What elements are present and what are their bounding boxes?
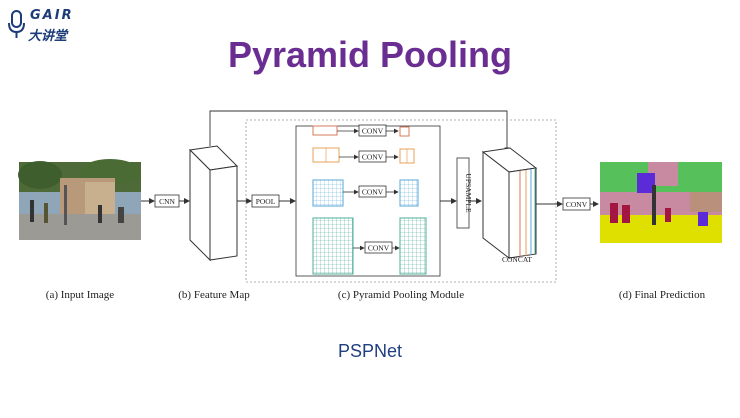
- upsample-op-label: UPSAMPLE: [464, 173, 473, 213]
- conv-op-label-4: CONV: [368, 244, 390, 253]
- logo-text-en: GAIR: [30, 8, 74, 23]
- caption-input-image: (a) Input Image: [46, 289, 115, 301]
- conv-op-box-3: [358, 185, 387, 198]
- pool-op-label: POOL: [256, 197, 276, 206]
- branch-1: CONV: [312, 124, 410, 137]
- branch-3: CONV: [312, 179, 419, 207]
- cnn-op-label: CNN: [159, 197, 175, 206]
- gair-logo: GAIR 大讲堂: [8, 6, 88, 46]
- microphone-icon: [8, 10, 25, 38]
- final-prediction-image: [600, 162, 722, 243]
- slide-title: Pyramid Pooling: [227, 34, 513, 75]
- logo-text-cn: 大讲堂: [28, 29, 68, 44]
- branch-2: CONV: [312, 147, 415, 164]
- branch-4: CONV: [312, 217, 427, 275]
- final-conv-op-label: CONV: [566, 200, 588, 209]
- input-image: [18, 159, 141, 240]
- conv-op-box-1: [358, 124, 387, 137]
- concat-label: CONCAT: [502, 255, 532, 264]
- model-name-label: PSPNet: [337, 341, 403, 361]
- conv-op-label-2: CONV: [362, 153, 384, 162]
- concat-block: [481, 147, 538, 260]
- caption-feature-map: (b) Feature Map: [178, 289, 250, 301]
- caption-final-prediction: (d) Final Prediction: [619, 289, 706, 301]
- conv-op-label-1: CONV: [362, 127, 384, 136]
- upsample-op-box: [456, 157, 470, 229]
- conv-op-box-2: [358, 150, 387, 163]
- conv-op-box-4: [364, 241, 393, 254]
- feature-map-block: [188, 145, 239, 262]
- conv-op-label-3: CONV: [362, 188, 384, 197]
- caption-pyramid-pooling-module: (c) Pyramid Pooling Module: [338, 289, 464, 301]
